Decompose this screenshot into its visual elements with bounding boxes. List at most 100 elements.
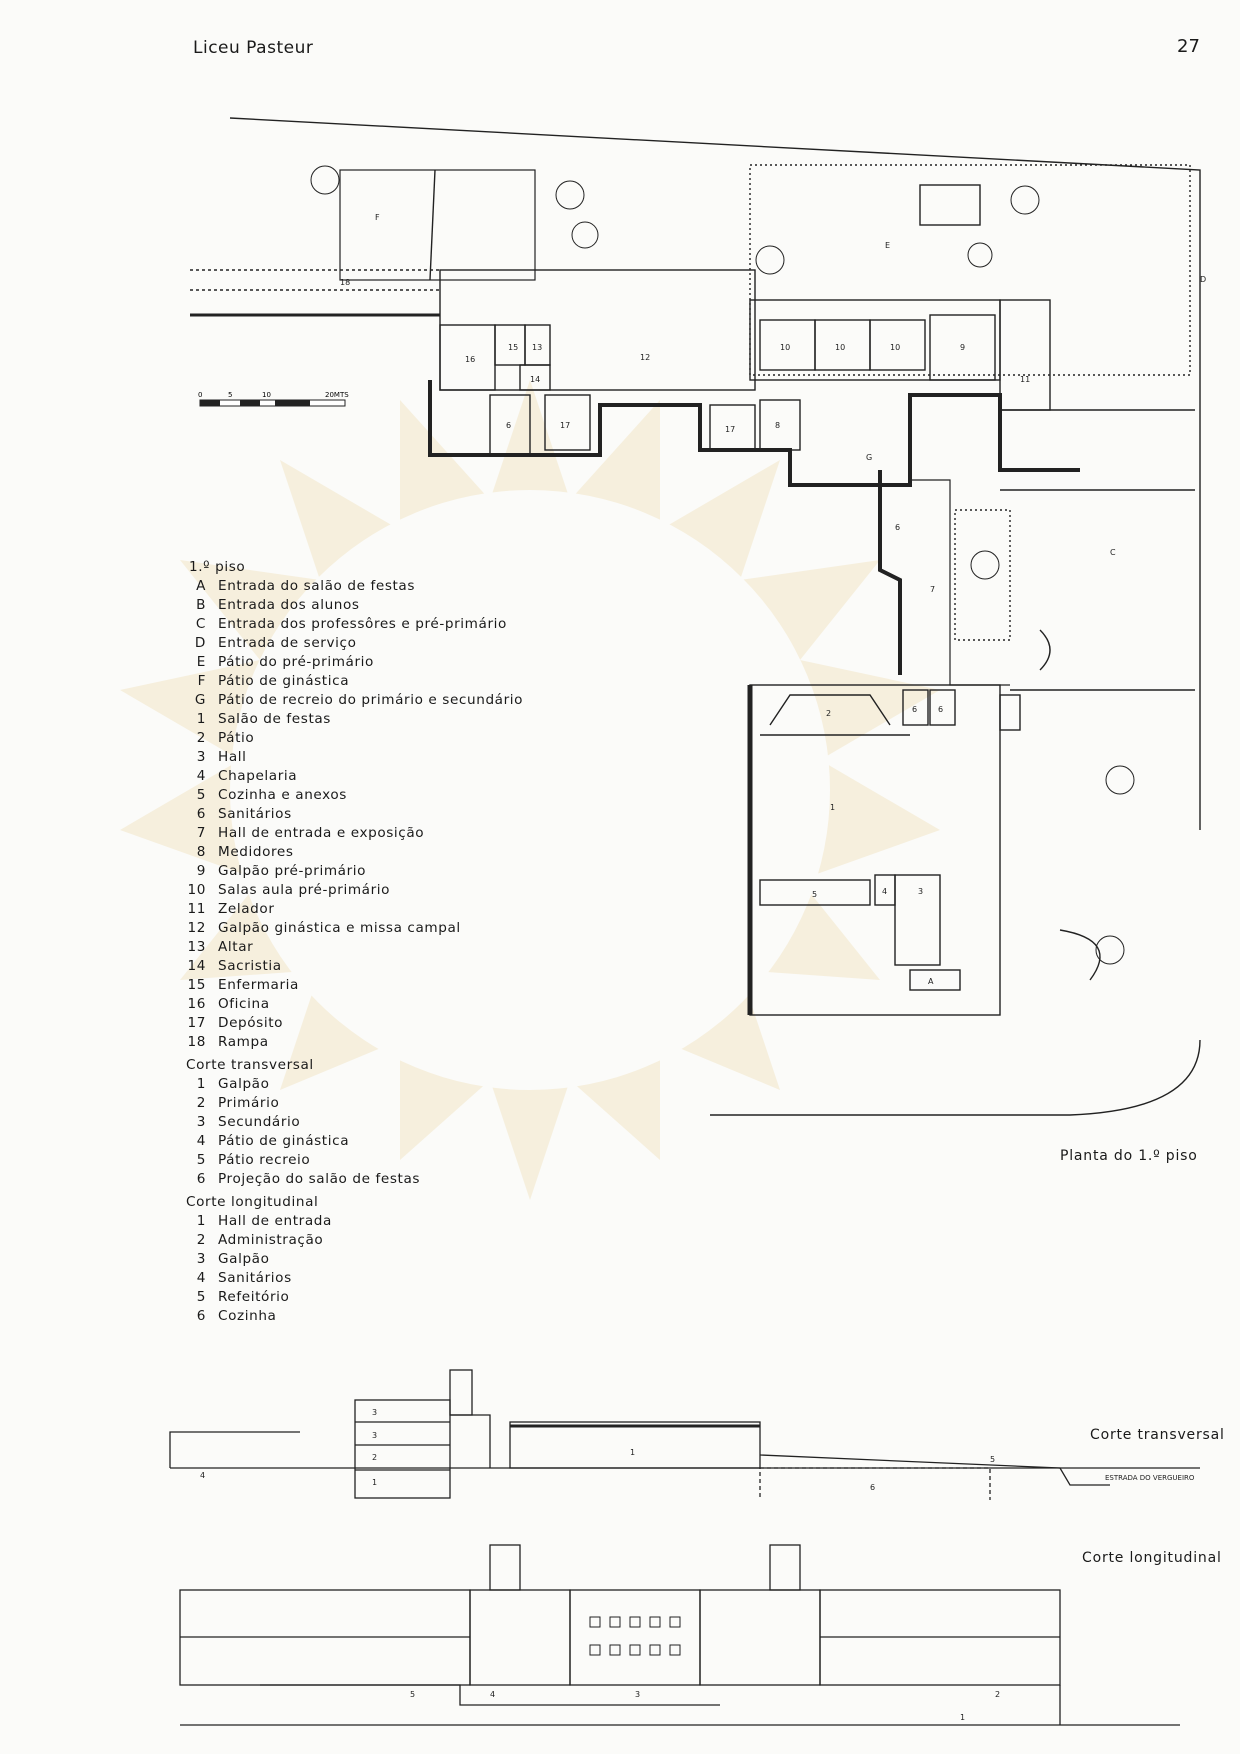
plan-mark: 2 [826,709,831,718]
legend-label: Pátio do pré-primário [218,654,374,670]
plan-mark: 12 [640,353,650,362]
legend-key: 13 [187,939,206,955]
legend-label: Entrada dos professôres e pré-primário [218,616,507,632]
road-label: ESTRADA DO VERGUEIRO [1105,1474,1195,1482]
plan-mark: C [1110,548,1116,557]
legend-key: B [196,597,206,613]
legend-label: Projeção do salão de festas [218,1171,421,1187]
wing-10 [749,299,1001,381]
section-mark: 2 [995,1690,1000,1699]
tree-icon [1095,935,1125,965]
wing-12 [439,269,756,391]
plan-mark: F [375,213,380,222]
section-tower [449,1369,473,1416]
tower-left [489,1544,521,1591]
legend-key: 6 [196,1308,206,1324]
tree-icon [1010,185,1040,215]
plan-caption: Planta do 1.º piso [1060,1148,1198,1164]
legend-label: Sacristia [218,958,282,974]
legend-key: 8 [196,844,206,860]
legend-label: Hall de entrada e exposição [218,825,425,841]
room-6 [489,394,531,456]
entrance-d-arc [1039,629,1051,671]
legend-key: A [196,578,206,594]
room-6b [902,689,929,726]
legend-key: 12 [187,920,206,936]
legend-label: Sanitários [218,806,292,822]
section-mark: 1 [630,1448,635,1457]
legend-item: 1 Galpão [186,1075,523,1094]
legend-key: 5 [196,787,206,803]
legend-key: 18 [187,1034,206,1050]
legend-item: 14 Sacristia [186,957,523,976]
legend-key: 5 [196,1152,206,1168]
room-14 [519,364,551,391]
section-mark: 2 [372,1453,377,1462]
legend-label: Sanitários [218,1270,292,1286]
floor-plan: 0 5 10 20MTS F E D C A G 18 16 15 13 14 … [190,117,1206,1116]
legend-label: Salas aula pré-primário [218,882,391,898]
section-mark: 1 [372,1478,377,1487]
connector-wall [878,470,902,675]
legend-label: Depósito [218,1015,284,1031]
section-galpao [509,1421,761,1469]
patio-f-court [339,169,536,281]
tree-icon [555,180,585,210]
plan-mark: 9 [960,343,965,352]
legend-label: Cozinha e anexos [218,787,347,803]
room-3 [894,874,941,966]
section-projection [759,1467,991,1500]
section-block-classrooms [354,1399,451,1499]
block-center [469,1589,571,1686]
legend-label: Galpão ginástica e missa campal [218,920,461,936]
legend-label: Chapelaria [218,768,298,784]
scale-label: 5 [228,391,232,399]
legend-label: Hall [218,749,247,765]
plan-mark: 5 [812,890,817,899]
plan-mark: 10 [780,343,790,352]
legend-key: 14 [187,958,206,974]
plan-mark: 17 [725,425,735,434]
garden-arc [1059,929,1101,981]
legend-transversal-title: Corte transversal [186,1057,314,1073]
section-transversal: 3 3 2 1 1 4 5 6 ESTRADA DO VERGUEIRO [169,1369,1200,1500]
legend-label: Medidores [218,844,294,860]
legend-label: Galpão [218,1076,270,1092]
legend-item: 3 Hall [186,748,523,767]
legend-key: 1 [196,1076,206,1092]
plan-mark: 6 [506,421,511,430]
legend-key: 3 [196,749,206,765]
legend-key: E [196,654,206,670]
tower-right [769,1544,801,1591]
legend-label: Zelador [218,901,275,917]
room-6c [929,689,956,726]
legend-longitudinal-title: Corte longitudinal [186,1194,319,1210]
legend-key: F [197,673,206,689]
plan-mark: 11 [1020,375,1030,384]
legend-item: 8 Medidores [186,843,523,862]
legend-label: Entrada de serviço [218,635,357,651]
entrance-a [909,969,961,991]
scale-bar: 0 5 10 20MTS [198,391,349,407]
patio-2 [769,694,891,726]
legend-label: Pátio recreio [218,1152,311,1168]
room-8 [759,399,801,451]
